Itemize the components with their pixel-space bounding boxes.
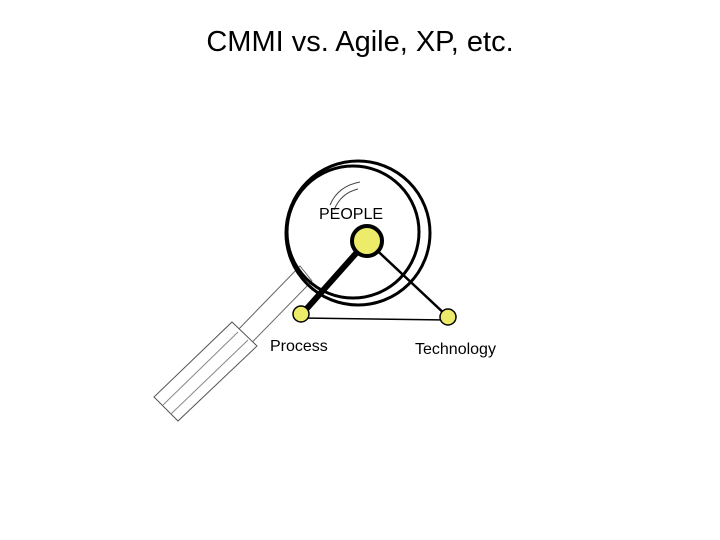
edge-process-technology bbox=[301, 317, 449, 321]
node-technology bbox=[439, 308, 457, 326]
magnifier-lens-inner bbox=[285, 164, 421, 300]
magnifier-handle-grip bbox=[153, 321, 258, 422]
edge-people-technology bbox=[366, 240, 449, 318]
label-process: Process bbox=[270, 338, 328, 355]
lens-glint bbox=[329, 181, 361, 206]
magnifying-glass-icon bbox=[153, 159, 432, 422]
node-people bbox=[350, 224, 384, 258]
label-technology: Technology bbox=[415, 341, 496, 358]
label-people: PEOPLE bbox=[319, 206, 383, 223]
node-process bbox=[292, 305, 310, 323]
slide-title: CMMI vs. Agile, XP, etc. bbox=[206, 26, 514, 58]
